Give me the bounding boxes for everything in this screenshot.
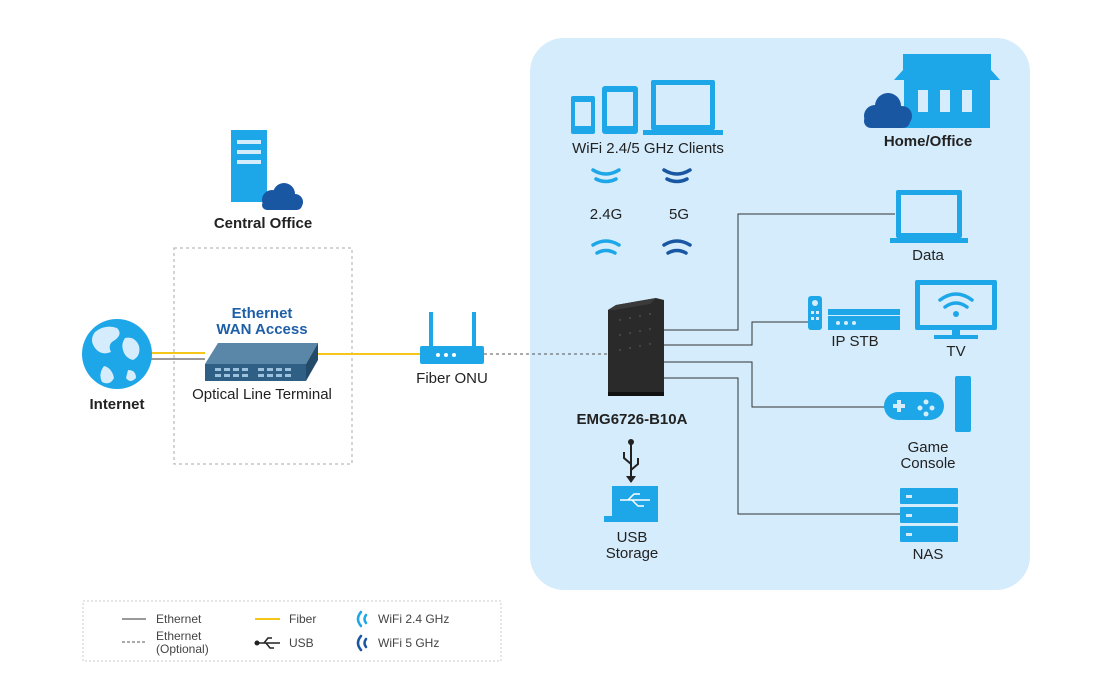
legend-usb-label: USB	[289, 636, 314, 650]
legend-usb-dot	[254, 640, 260, 646]
olt-label: Optical Line Terminal	[192, 386, 332, 403]
home-office-building-icon	[864, 54, 1000, 128]
router-data-line	[664, 213, 895, 331]
legend: Ethernet Ethernet (Optional) Fiber USB W…	[82, 600, 502, 662]
internet-label: Internet	[89, 396, 144, 413]
legend-usb-icon	[258, 637, 280, 649]
data-laptop-icon	[890, 190, 968, 243]
home-office-region	[530, 38, 1030, 590]
olt-title-line1: Ethernet	[232, 305, 293, 322]
olt-device-icon	[205, 343, 318, 381]
usb-top-dot	[628, 439, 634, 445]
ip-stb-icon	[808, 296, 900, 330]
legend-ethernet-optional-label-line1: Ethernet	[156, 629, 202, 643]
nas-label: NAS	[913, 546, 944, 563]
legend-ethernet-label: Ethernet	[156, 612, 202, 626]
wifi-5-icon-top	[662, 168, 692, 184]
band-5-label: 5G	[669, 206, 689, 223]
central-office-label: Central Office	[214, 215, 312, 232]
router-stb-line	[664, 321, 810, 346]
router-nas-line	[664, 377, 900, 515]
router-game-line	[664, 361, 885, 408]
home-office-label: Home/Office	[884, 133, 972, 150]
internet-globe-icon	[82, 319, 152, 389]
game-console-label-line1: Game	[908, 439, 949, 456]
usb-storage-label-line1: USB	[617, 529, 648, 546]
legend-ethernet-optional-label-line2: (Optional)	[156, 642, 209, 656]
usb-storage-label-line2: Storage	[606, 545, 659, 562]
tv-icon	[915, 280, 997, 339]
central-office-server-icon	[231, 130, 303, 210]
legend-fiber-label: Fiber	[289, 612, 316, 626]
legend-wifi24-label: WiFi 2.4 GHz	[378, 612, 449, 626]
router-icon	[608, 298, 664, 396]
ip-stb-label: IP STB	[831, 333, 878, 350]
data-label: Data	[912, 247, 944, 264]
game-console-icon	[884, 376, 971, 432]
wifi-24-icon-top	[591, 168, 621, 184]
usb-storage-icon	[604, 486, 658, 522]
legend-wifi5-icon	[356, 634, 368, 652]
legend-wifi5-label: WiFi 5 GHz	[378, 636, 439, 650]
legend-wifi24-icon	[356, 610, 368, 628]
router-label: EMG6726-B10A	[577, 411, 688, 428]
wifi-5-icon-bottom	[662, 239, 692, 255]
game-console-label-line2: Console	[900, 455, 955, 472]
band-24-label: 2.4G	[590, 206, 623, 223]
wifi-24-icon-bottom	[591, 239, 621, 255]
fiber-onu-label: Fiber ONU	[416, 370, 488, 387]
connections	[150, 213, 900, 515]
fiber-onu-icon	[420, 312, 484, 364]
olt-title-line2: WAN Access	[216, 321, 307, 338]
wifi-clients-icon	[571, 80, 723, 135]
wifi-clients-label: WiFi 2.4/5 GHz Clients	[572, 140, 724, 157]
usb-arrow	[626, 476, 636, 483]
tv-label: TV	[946, 343, 965, 360]
legend-box	[82, 600, 502, 662]
nas-icon	[900, 488, 958, 542]
central-office-box	[173, 247, 353, 465]
usb-symbol-icon	[623, 444, 639, 478]
